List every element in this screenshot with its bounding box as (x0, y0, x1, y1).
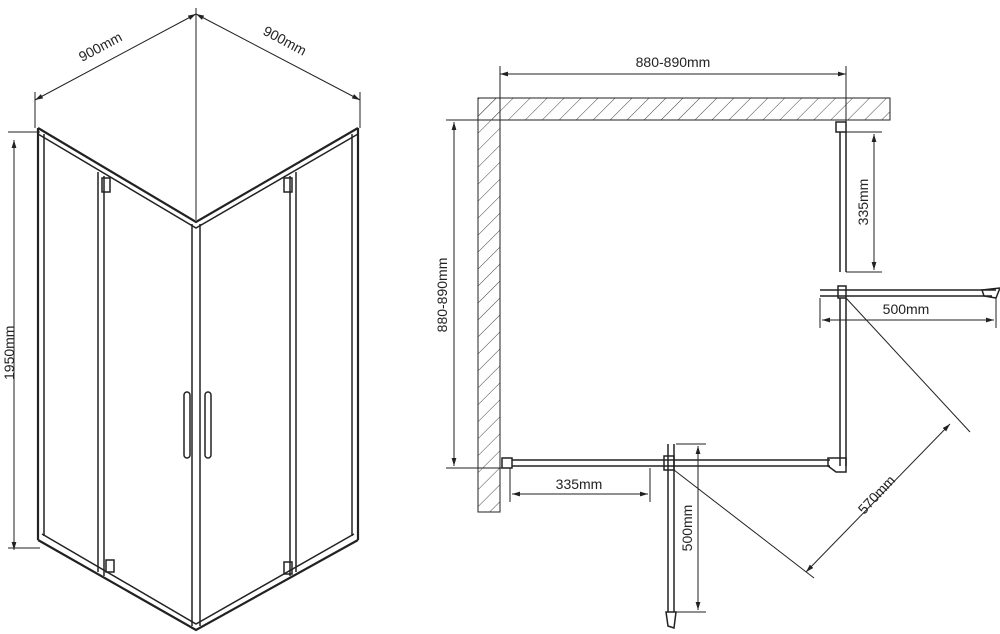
plan-top-dimension: 880-890mm (499, 54, 847, 126)
plan-left-height-label: 880-890mm (434, 258, 450, 333)
top-wall (477, 97, 891, 121)
plan-right-fixed-label: 335mm (855, 179, 871, 226)
iso-height-dimension: 1950mm (1, 131, 40, 550)
plan-bottom-fixed-panel: 335mm (501, 457, 664, 502)
right-door-handle (204, 391, 212, 459)
left-wall (477, 97, 501, 513)
plan-right-door: 500mm (819, 285, 1000, 466)
plan-right-door-label: 500mm (883, 301, 930, 317)
isometric-view: 900mm 900mm 1950mm (1, 8, 361, 632)
plan-bottom-door-label: 500mm (679, 505, 695, 552)
plan-top-width-label: 880-890mm (636, 54, 711, 70)
plan-right-fixed-panel: 335mm (835, 121, 882, 273)
iso-width-dimensions: 900mm 900mm (34, 8, 361, 220)
iso-height-label: 1950mm (1, 326, 17, 380)
iso-enclosure (36, 127, 360, 632)
plan-diagonal-label: 570mm (855, 472, 899, 517)
plan-bottom-door: 500mm (663, 443, 830, 630)
iso-width-left-label: 900mm (76, 29, 125, 65)
plan-bottom-fixed-label: 335mm (556, 476, 603, 492)
iso-width-right-label: 900mm (261, 23, 310, 59)
plan-diagonal-dimension: 570mm (673, 297, 971, 579)
plan-corner-joint (827, 457, 847, 473)
left-door-handle (183, 391, 191, 459)
plan-left-dimension: 880-890mm (434, 119, 506, 469)
plan-view: 880-890mm 880-890mm 335mm (434, 54, 1000, 630)
